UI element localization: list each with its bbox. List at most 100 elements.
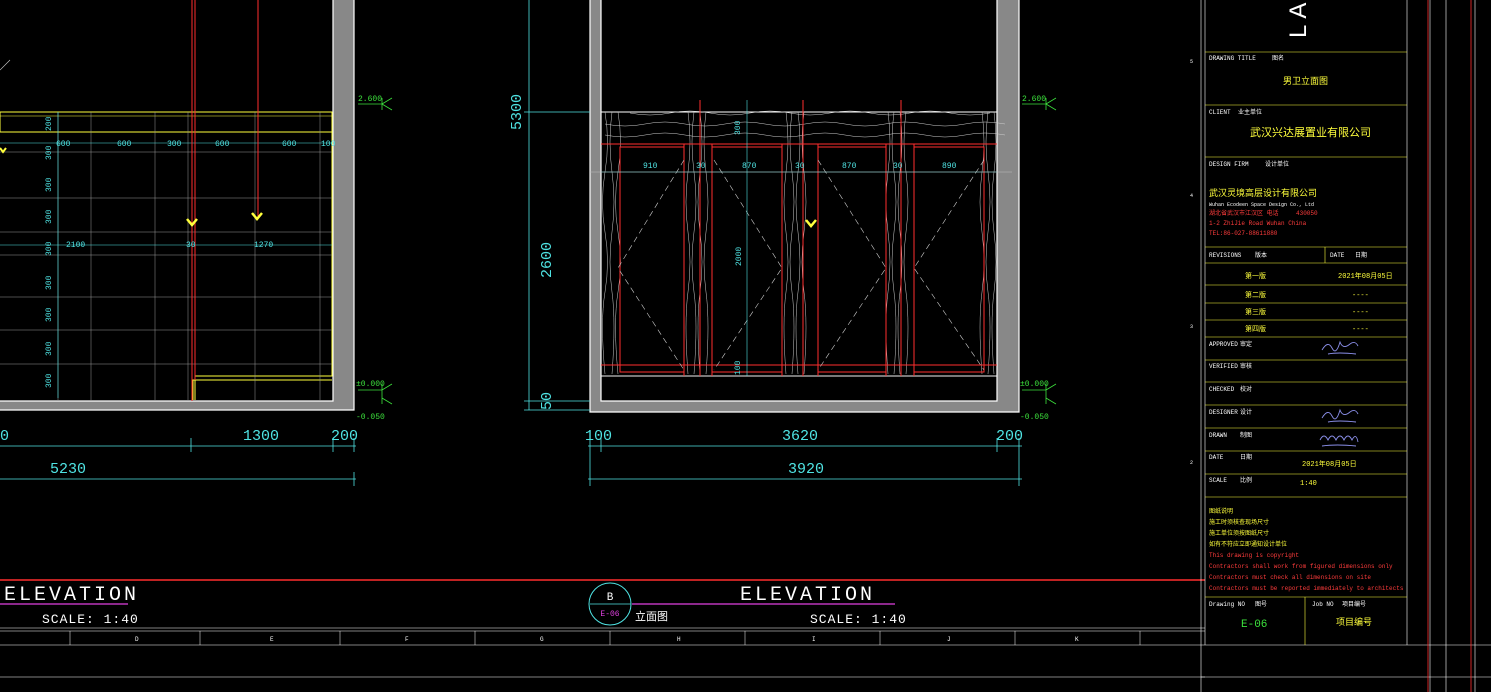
right-dim-200: 200 <box>996 428 1023 445</box>
revision-name: 第二版 <box>1245 290 1266 300</box>
right-level-below: -0.050 <box>1020 413 1049 422</box>
left-row-label: 300 <box>45 373 54 388</box>
grid-letter: K <box>1075 636 1079 643</box>
firm-logo: LA <box>1285 0 1312 38</box>
right-marker <box>805 219 817 228</box>
drawn-label-cn: 制图 <box>1240 431 1252 439</box>
revision-date: ---- <box>1352 326 1369 334</box>
note-cn: 图纸说明 <box>1209 507 1233 515</box>
left-inline-label: 2100 <box>66 241 85 250</box>
right-panel-area <box>600 143 998 377</box>
left-tile-outline <box>0 111 333 400</box>
left-dim-edge: 0 <box>0 428 9 445</box>
left-row-label: 300 <box>45 177 54 192</box>
scale-label: SCALE <box>1209 477 1227 484</box>
revision-date: 2021年08月05日 <box>1338 271 1393 281</box>
right-level-markers <box>1022 97 1057 405</box>
left-wall-outline <box>0 0 355 411</box>
design-firm-code: 430050 <box>1296 210 1318 217</box>
grid-letter: H <box>677 636 681 643</box>
left-row-label: 300 <box>45 307 54 322</box>
note-en: Contractors must be reported immediately… <box>1209 585 1404 592</box>
right-panel-width: 910 <box>643 162 658 171</box>
left-row-labels: 200 300 300 300 300 300 300 300 300 <box>45 116 54 388</box>
left-tile-grid <box>0 112 332 400</box>
grid-letter: J <box>947 636 951 643</box>
left-col-label: 600 <box>56 140 71 149</box>
left-elevation: 600 600 300 600 600 100 200 300 300 300 … <box>0 0 393 486</box>
left-inline-label: 30 <box>186 241 196 250</box>
left-elevation-title: ELEVATION <box>4 584 139 607</box>
left-row-label: 300 <box>45 275 54 290</box>
drawing-scale: 1:40 <box>1300 480 1317 488</box>
drawing-title-label-cn: 图名 <box>1272 54 1284 62</box>
drawing-no-label: Drawing NO <box>1209 601 1245 608</box>
right-dim-100: 100 <box>585 428 612 445</box>
client-label-cn: 业主单位 <box>1238 108 1262 116</box>
approved-label-cn: 审定 <box>1240 340 1252 348</box>
signature-strokes <box>1319 340 1359 447</box>
job-number: 项目编号 <box>1336 616 1372 628</box>
right-height-dim-lines <box>524 0 590 411</box>
right-panel-width: 30 <box>795 162 805 171</box>
note-en: Contractors shall work from figured dime… <box>1209 563 1393 570</box>
grid-letter: E <box>270 636 274 643</box>
checked-label-cn: 校对 <box>1240 385 1252 393</box>
right-wall-left <box>590 0 601 412</box>
left-col-label: 600 <box>282 140 297 149</box>
right-elevation: 910 30 870 30 870 30 890 300 2000 100 53… <box>509 0 1057 486</box>
left-marker-2 <box>251 212 263 221</box>
right-height-5300: 5300 <box>509 94 526 130</box>
right-panel-width: 30 <box>893 162 903 171</box>
design-firm-name: 武汉灵境高层设计有限公司 <box>1209 187 1317 199</box>
job-no-label-cn: 项目编号 <box>1342 600 1366 608</box>
left-level-below: -0.050 <box>356 413 385 422</box>
left-row-label: 300 <box>45 241 54 256</box>
design-firm-line: 1-2 ZhiJie Road Wuhan China <box>1209 220 1307 227</box>
scale-label-cn: 比例 <box>1240 476 1252 484</box>
left-col-label: 100 <box>321 140 336 149</box>
revision-date: ---- <box>1352 292 1369 300</box>
note-en: Contractors must check all dimensions on… <box>1209 574 1371 581</box>
left-red-pipes <box>191 0 259 401</box>
right-panel-width: 870 <box>842 162 857 171</box>
date2-label: DATE <box>1209 454 1224 461</box>
svg-text:2: 2 <box>1190 460 1193 466</box>
right-wall-right <box>997 0 1019 412</box>
note-en: This drawing is copyright <box>1209 552 1299 559</box>
note-cn: 施工单位须按图纸尺寸 <box>1209 529 1269 537</box>
construction-line <box>0 59 11 71</box>
revisions-label-cn: 版本 <box>1255 251 1267 259</box>
verified-label-cn: 审核 <box>1240 362 1252 370</box>
left-wall-right <box>333 0 354 410</box>
client-name: 武汉兴达展置业有限公司 <box>1250 125 1371 140</box>
left-row-label: 300 <box>45 341 54 356</box>
design-firm-label: DESIGN FIRM <box>1209 161 1249 168</box>
drawing-title: 男卫立面图 <box>1283 75 1328 87</box>
grid-letter: F <box>405 636 409 643</box>
caption-band: ELEVATION SCALE: 1:40 B E-06 立面图 ELEVATI… <box>0 579 1205 678</box>
left-dim-200: 200 <box>331 428 358 445</box>
approved-label: APPROVED <box>1209 341 1238 348</box>
right-bottom-dim-lines <box>588 438 1022 486</box>
left-col-label: 600 <box>215 140 230 149</box>
right-height-50: 50 <box>539 392 556 410</box>
left-row-label: 200 <box>45 116 54 131</box>
design-firm-line: TEL:86-027-88611880 <box>1209 230 1278 237</box>
right-inner-bottom: 100 <box>734 360 743 375</box>
right-elevation-title: ELEVATION <box>740 584 875 607</box>
checked-label: CHECKED <box>1209 386 1235 393</box>
right-wall-outline <box>589 0 1020 413</box>
section-bubble-ref: E-06 <box>600 610 619 619</box>
date2-label-cn: 日期 <box>1240 453 1252 461</box>
design-firm-en: Wuhan Ecodeen Space Design Co., Ltd <box>1209 202 1314 208</box>
right-level-floor: ±0.000 <box>1020 380 1049 389</box>
revisions-label: REVISIONS <box>1209 252 1242 259</box>
grid-letter: I <box>812 636 816 643</box>
left-dim-1300: 1300 <box>243 428 279 445</box>
left-level-floor: ±0.000 <box>356 380 385 389</box>
right-wood-band <box>600 111 998 145</box>
left-marker-3 <box>0 147 7 154</box>
right-scale-label: SCALE: 1:40 <box>810 612 907 627</box>
